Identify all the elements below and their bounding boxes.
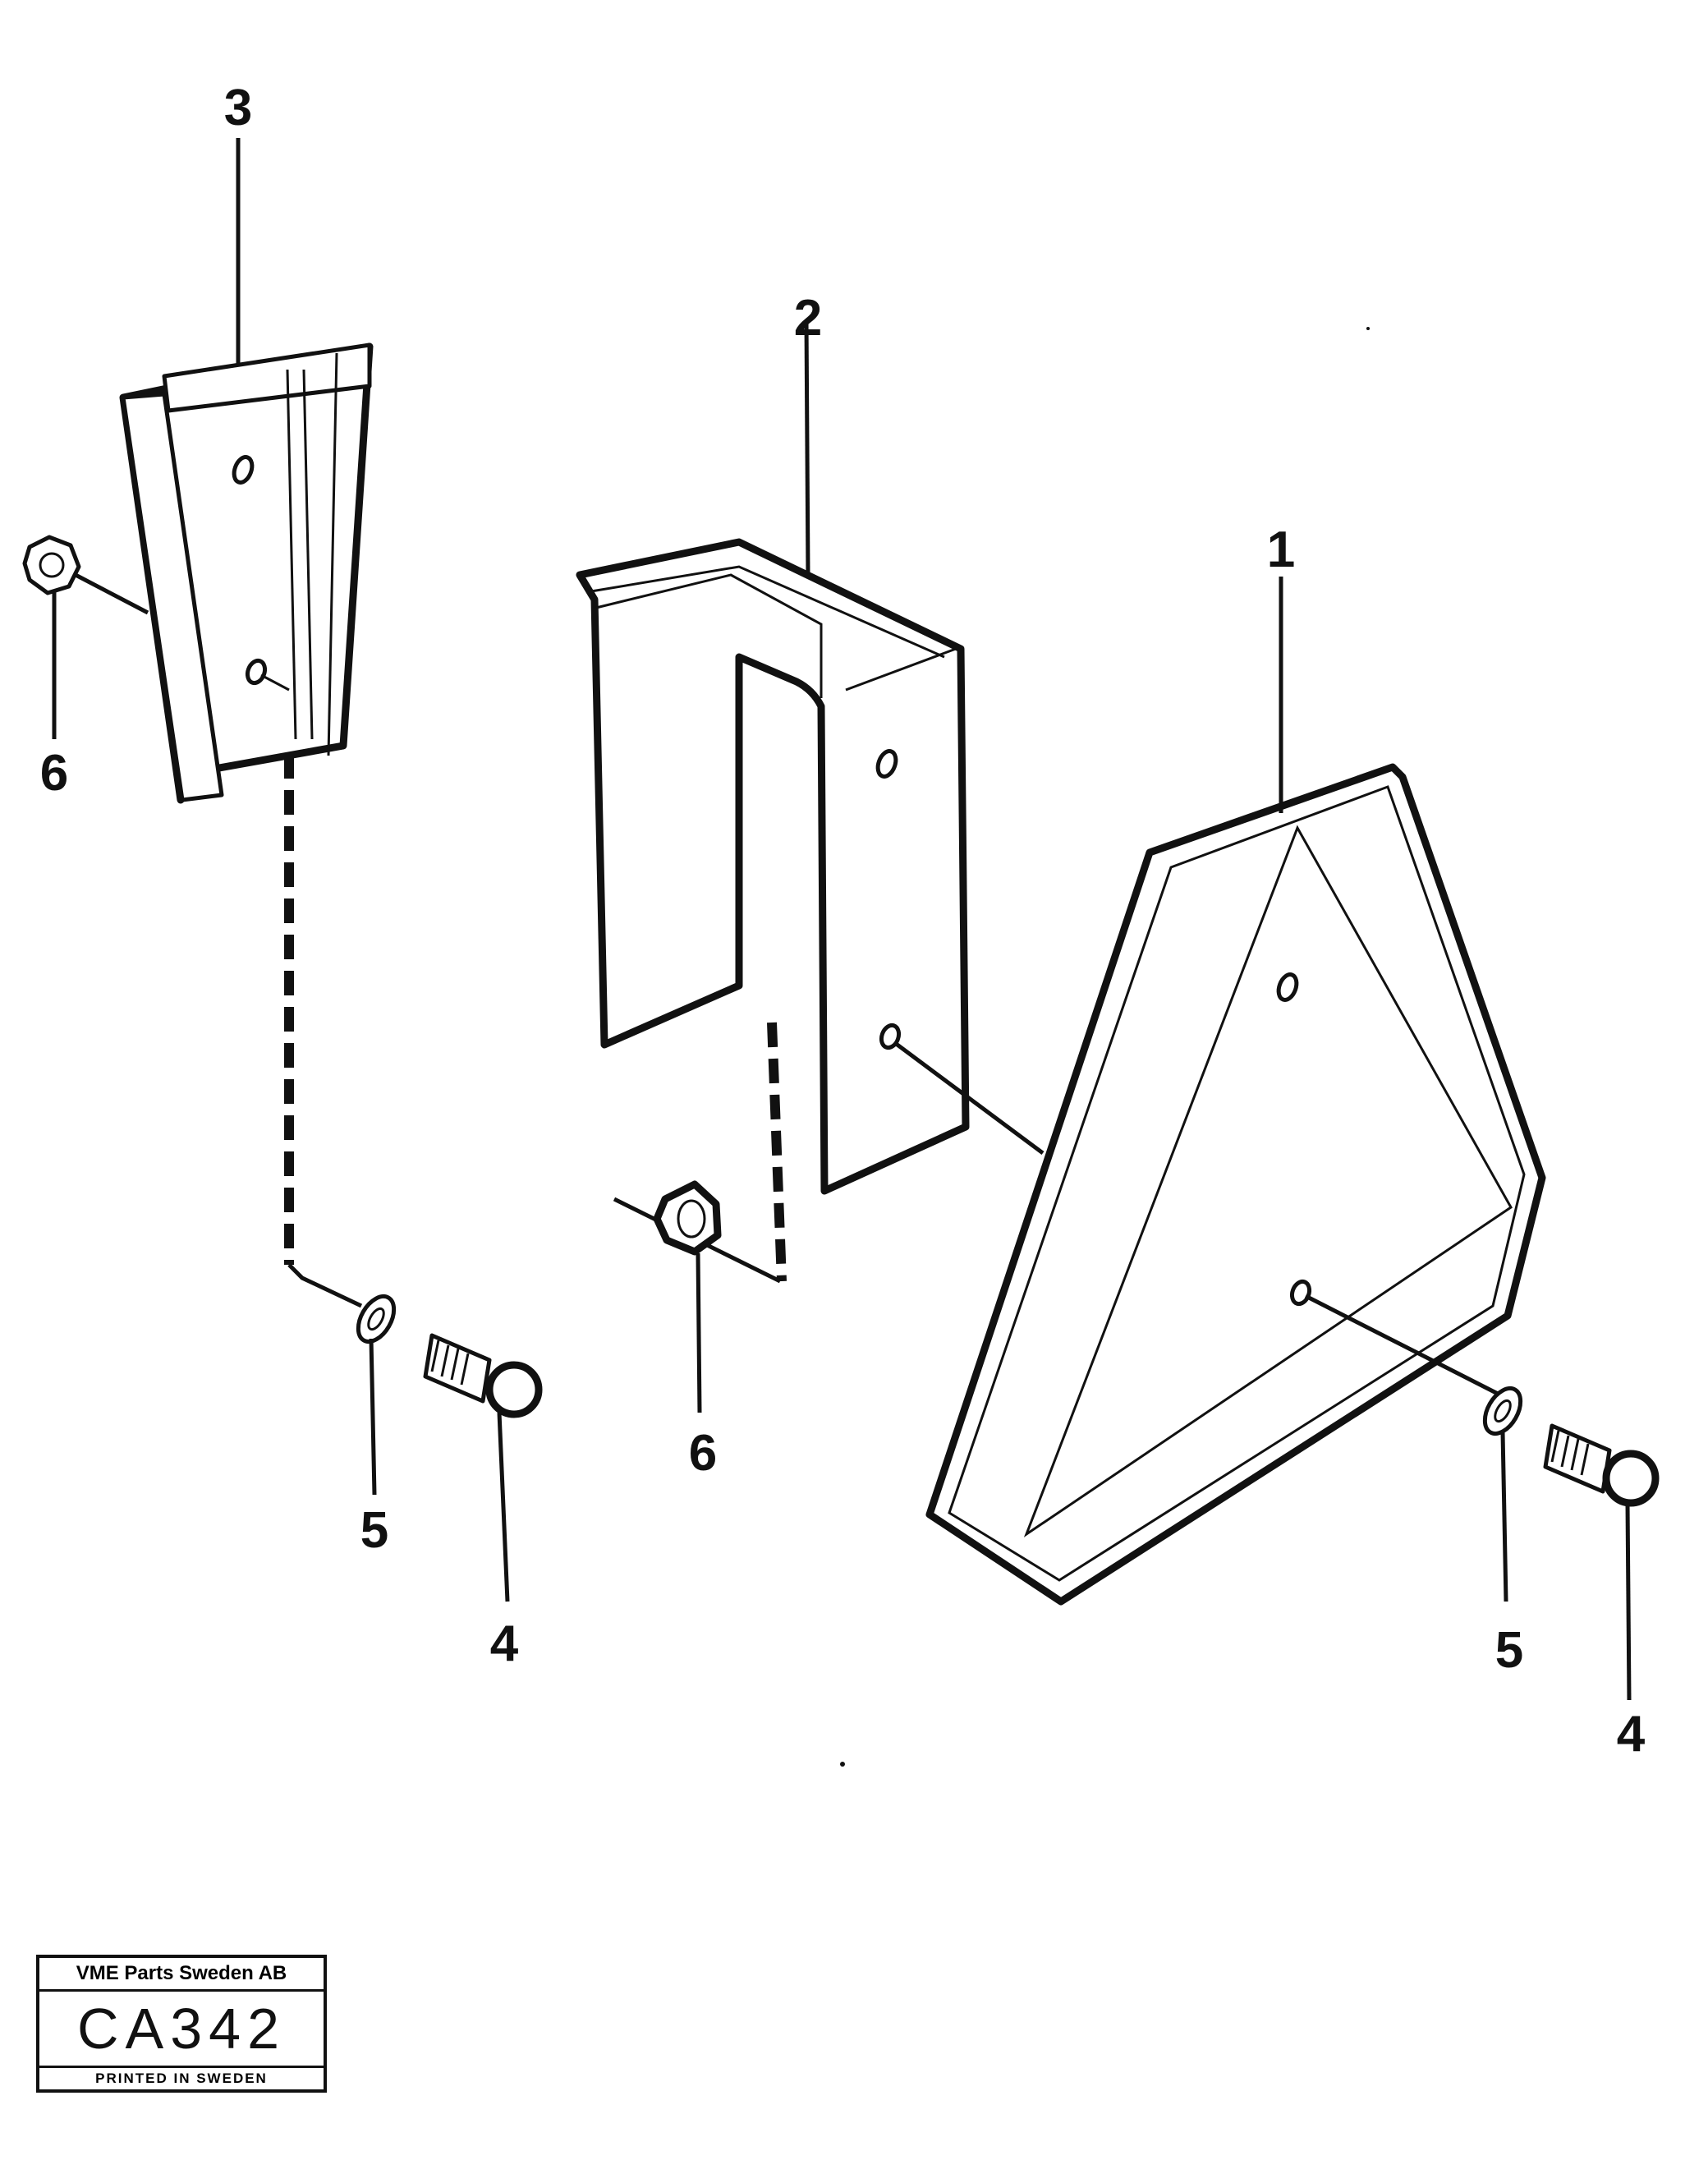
part-3-channel-bracket	[119, 342, 374, 804]
washer-5-right	[1482, 1386, 1523, 1436]
callout-3: 3	[224, 80, 252, 136]
nut-6-middle	[613, 1180, 782, 1284]
callout-6-middle: 6	[689, 1425, 717, 1482]
callout-6-left: 6	[40, 745, 68, 802]
bolt-4-left	[423, 1333, 543, 1418]
callout-5-left: 5	[360, 1502, 388, 1559]
part-1-upper-hole	[1276, 972, 1299, 1002]
assembly-line-part2	[767, 1022, 787, 1282]
nut-6-left	[22, 535, 149, 615]
part-2-u-bracket	[576, 538, 970, 1195]
stamp-company: VME Parts Sweden AB	[39, 1958, 324, 1992]
callout-2: 2	[794, 290, 822, 347]
callout-1: 1	[1267, 522, 1295, 578]
part-1-reflector-plate	[925, 763, 1546, 1606]
vme-parts-stamp: VME Parts Sweden AB CA342 PRINTED IN SWE…	[36, 1955, 327, 2093]
callout-4-left: 4	[490, 1615, 519, 1672]
stamp-code: CA342	[76, 1997, 287, 2061]
washer-5-left	[356, 1294, 397, 1344]
callout-4-right: 4	[1617, 1706, 1646, 1762]
part-3-upper-hole	[232, 455, 255, 485]
part-3-lower-hole	[245, 658, 268, 686]
part-2-upper-hole	[875, 749, 898, 779]
bolt-4-right	[1543, 1423, 1660, 1507]
stamp-printed: PRINTED IN SWEDEN	[39, 2066, 324, 2089]
part-2-lower-hole	[879, 1023, 902, 1050]
callout-5-right: 5	[1495, 1622, 1523, 1679]
